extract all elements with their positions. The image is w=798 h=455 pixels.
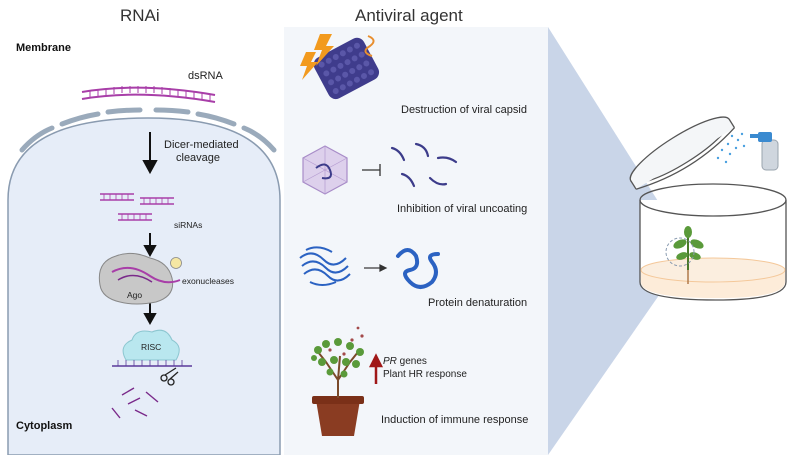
exonuclease-icon: [170, 257, 182, 269]
icosahedral-virus-icon: [302, 145, 348, 195]
spray-bottle-icon: [716, 132, 779, 171]
ago-bound-rna: [111, 266, 181, 284]
risc-label: RISC: [141, 342, 162, 352]
sirnas-label: siRNAs: [174, 220, 203, 230]
membrane-bilayer: [19, 107, 277, 153]
dsrna-label: dsRNA: [188, 70, 223, 82]
magnify-circle: [665, 237, 695, 267]
denature-arrow: [364, 264, 388, 272]
jar-icon: [639, 183, 787, 301]
inhibition-symbol: [362, 164, 381, 176]
membrane-label: Membrane: [16, 42, 72, 54]
jar-lid: [629, 116, 736, 190]
folded-protein-icon: [299, 246, 351, 286]
pr-genes-italic: PR: [383, 356, 397, 367]
header-antiviral: Antiviral agent: [355, 6, 463, 25]
scissors-icon: [160, 367, 179, 386]
ago-label: Ago: [127, 290, 143, 300]
pr-genes-label: PR genes: [383, 356, 427, 367]
upregulation-arrow: [368, 353, 384, 384]
cytoplasm-label: Cytoplasm: [16, 420, 73, 432]
dicer-label-line1: Dicer-mediated: [164, 139, 239, 151]
magnify-wedge: [548, 27, 680, 455]
lightning-icon: [300, 34, 334, 80]
target-mrna: [112, 360, 192, 367]
exonucleases-label: exonucleases: [182, 276, 234, 286]
potted-tree-icon: [311, 326, 364, 436]
capsid-label: Destruction of viral capsid: [401, 104, 527, 116]
antiviral-panel: [284, 27, 548, 455]
sirna-fragments: [100, 193, 174, 221]
hr-response-label: Plant HR response: [383, 369, 467, 380]
viral-capsid-icon: [313, 35, 380, 100]
dicer-label-line2: cleavage: [176, 152, 221, 164]
unfolded-protein-icon: [396, 248, 440, 289]
released-rna-fragments: [390, 142, 458, 188]
uncoating-label: Inhibition of viral uncoating: [397, 203, 528, 215]
ago-protein: [98, 252, 174, 305]
cleaved-fragments: [111, 387, 159, 419]
pr-genes-rest: genes: [396, 356, 427, 367]
denaturation-label: Protein denaturation: [428, 297, 528, 309]
seedling-icon: [673, 226, 704, 284]
immune-label: Induction of immune response: [381, 414, 529, 426]
risc-complex: [122, 329, 180, 361]
process-arrows: [142, 132, 158, 326]
dsrna-strand: [81, 86, 216, 103]
header-rnai: RNAi: [120, 6, 160, 25]
